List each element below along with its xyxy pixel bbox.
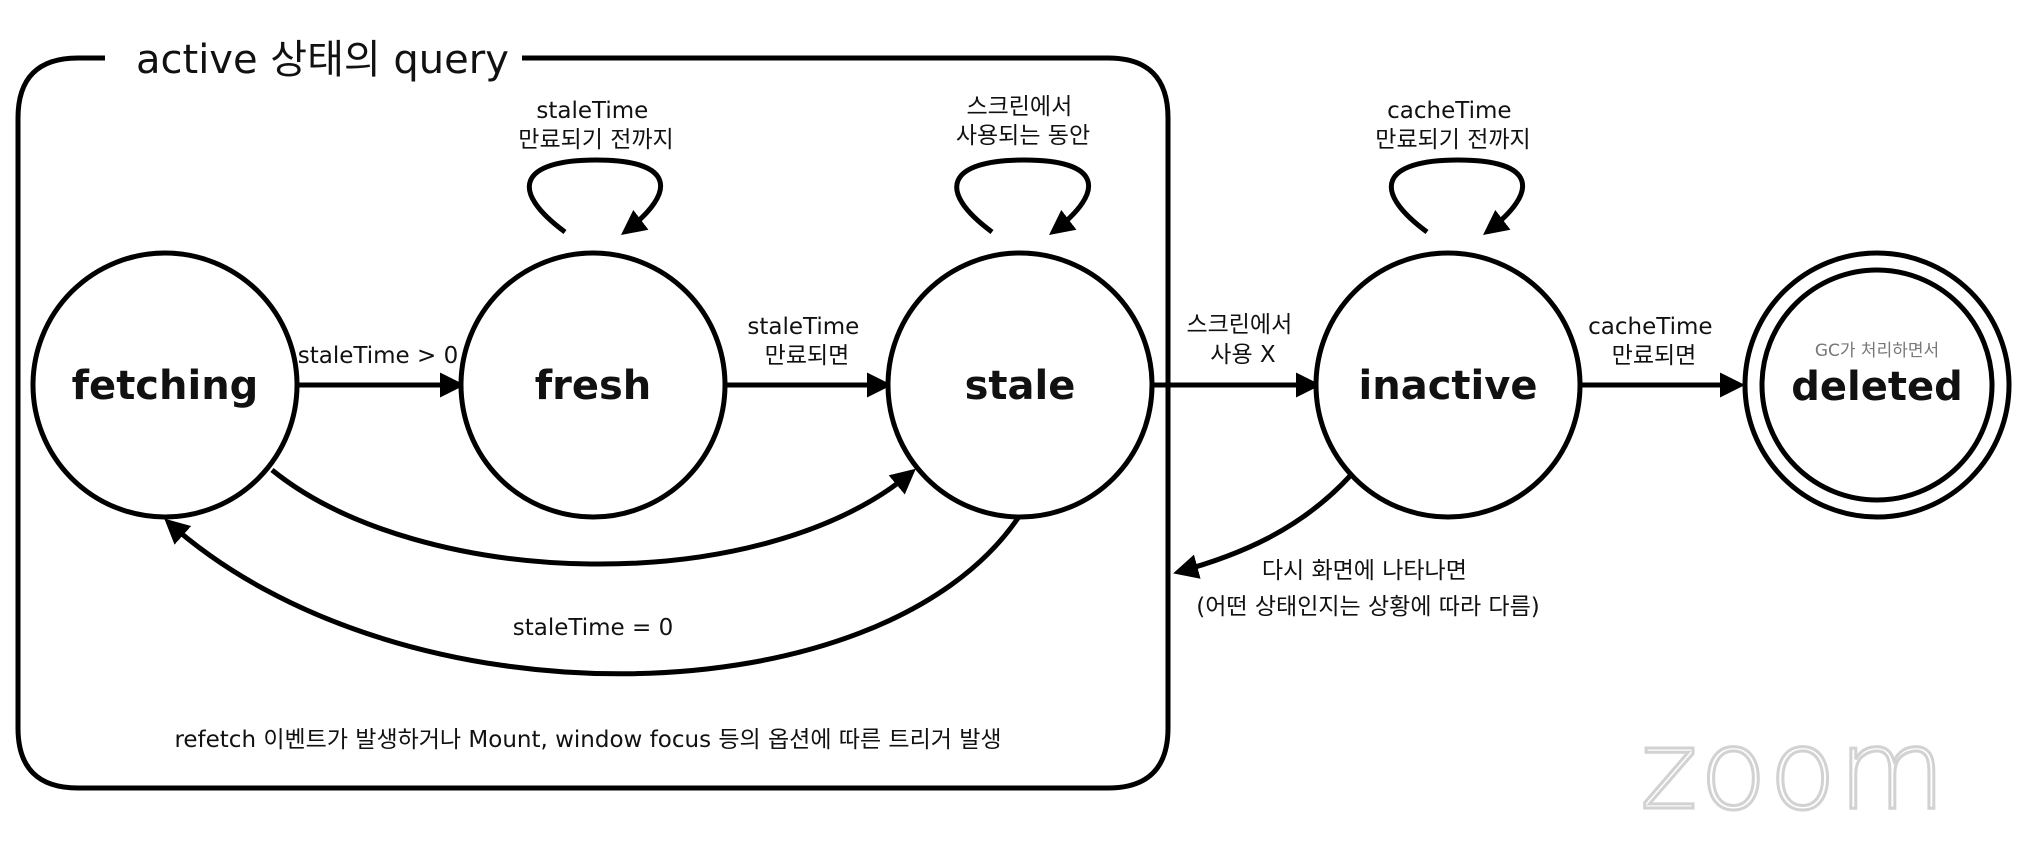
active-group-frame	[15, 55, 1171, 791]
group-footer-note: refetch 이벤트가 발생하거나 Mount, window focus 등…	[174, 727, 1001, 753]
fresh-loop-label: staleTime 만료되기 전까지	[518, 98, 673, 153]
stale-state-node	[885, 250, 1155, 520]
zoom-watermark: zoom	[1640, 706, 1948, 834]
fetching-to-fresh-label: staleTime > 0	[298, 343, 458, 369]
inactive-back-label: 다시 화면에 나타나면 (어떤 상태인지는 상황에 따라 다름)	[1196, 558, 1539, 620]
stale-loop-label: 스크린에서 사용되는 동안	[956, 94, 1090, 149]
fetching-state-label: fetching	[72, 363, 259, 409]
deleted-state-node	[1759, 267, 1995, 503]
fresh-state-label: fresh	[535, 363, 652, 409]
fresh-self-loop-arrow	[526, 157, 664, 236]
inactive-loop-label: cacheTime 만료되기 전까지	[1375, 98, 1530, 153]
inactive-back-to-active-arrow	[1173, 474, 1352, 579]
stale-to-fetching-arrow	[164, 516, 1021, 677]
fetching-to-stale-arrow	[270, 468, 916, 567]
fetching-to-stale-label: staleTime = 0	[513, 615, 673, 641]
fresh-state-node	[458, 250, 728, 520]
stale-state-label: stale	[965, 363, 1076, 409]
deleted-state-label: deleted	[1791, 364, 1962, 410]
stale-self-loop-arrow	[954, 157, 1092, 236]
inactive-to-deleted-label: cacheTime 만료되면	[1588, 314, 1720, 369]
fetching-state-node	[30, 250, 300, 520]
inactive-state-node	[1313, 250, 1583, 520]
fresh-to-stale-label: staleTime 만료되면	[747, 314, 866, 369]
deleted-state-caption: GC가 처리하면서	[1815, 341, 1939, 361]
stale-to-inactive-label: 스크린에서 사용 X	[1186, 312, 1299, 368]
group-title: active 상태의 query	[136, 37, 509, 83]
inactive-self-loop-arrow	[1388, 157, 1526, 236]
inactive-state-label: inactive	[1359, 363, 1538, 409]
